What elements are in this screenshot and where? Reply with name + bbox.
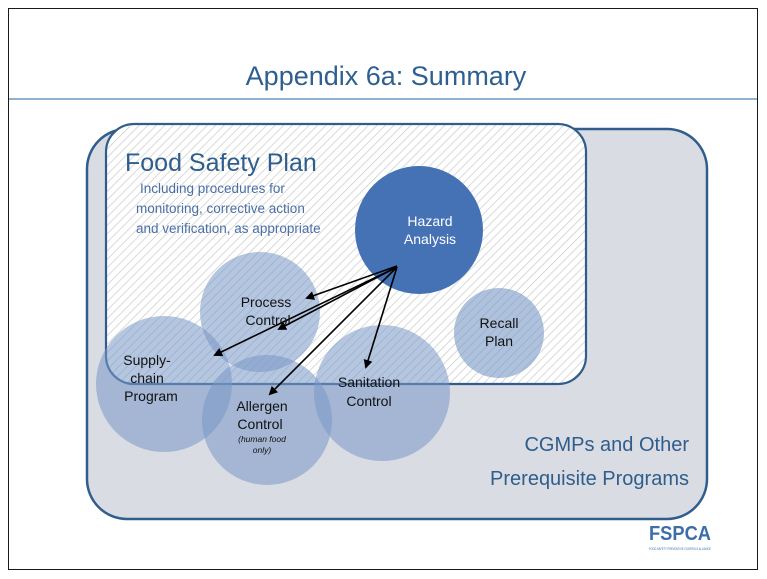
allergen-control-label-2: Control xyxy=(237,416,282,432)
arrow-to-supply-chain-2 xyxy=(213,266,398,357)
slide-title: Appendix 6a: Summary xyxy=(246,61,527,91)
sanitation-control-label-1: Sanitation xyxy=(338,374,400,390)
hazard-analysis-label-2: Analysis xyxy=(404,231,456,247)
slide: Appendix 6a: Summary Food Safety Plan In… xyxy=(8,8,758,570)
supply-chain-label-3: Program xyxy=(124,388,178,404)
arrow-to-sanitation-control xyxy=(363,266,398,369)
supply-chain-label-2: chain xyxy=(130,370,163,386)
logo-text: FSPCA xyxy=(649,523,711,545)
logo-tagline: FOOD SAFETY PREVENTIVE CONTROLS ALLIANCE xyxy=(649,547,711,551)
fsp-description-line-2: monitoring, corrective action xyxy=(136,201,305,216)
sanitation-control-label-2: Control xyxy=(346,393,391,409)
supply-chain-label-1: Supply- xyxy=(123,352,171,368)
arrow-to-process-control xyxy=(305,265,398,300)
recall-plan-label-2: Plan xyxy=(485,333,513,349)
allergen-note-line-1: (human food xyxy=(238,434,286,444)
process-control-label-1: Process xyxy=(241,294,292,310)
sanitation-control-circle xyxy=(314,325,450,461)
fspca-logo: FSPCA FOOD SAFETY PREVENTIVE CONTROLS AL… xyxy=(649,523,711,551)
supply-chain-program-circle xyxy=(96,316,232,452)
cgmps-label-line-1: CGMPs and Other xyxy=(524,434,689,456)
recall-plan-label-1: Recall xyxy=(480,315,519,331)
allergen-control-label-1: Allergen xyxy=(236,398,287,414)
process-control-label-2: Control xyxy=(245,312,290,328)
food-safety-plan-heading: Food Safety Plan xyxy=(125,149,317,177)
process-control-circle xyxy=(200,252,320,372)
allergen-note-line-2: only) xyxy=(253,445,272,455)
fsp-description-line-1: Including procedures for xyxy=(140,181,285,196)
allergen-control-circle xyxy=(202,355,332,485)
hazard-analysis-label-1: Hazard xyxy=(407,213,452,229)
hazard-arrows xyxy=(213,265,398,396)
cgmps-label-line-2: Prerequisite Programs xyxy=(490,468,689,490)
hazard-analysis-circle xyxy=(355,166,483,294)
recall-plan-circle xyxy=(454,288,544,378)
summary-diagram: Appendix 6a: Summary Food Safety Plan In… xyxy=(9,61,757,551)
fsp-description-line-3: and verification, as appropriate xyxy=(136,221,321,236)
arrow-to-allergen-control xyxy=(268,266,398,396)
